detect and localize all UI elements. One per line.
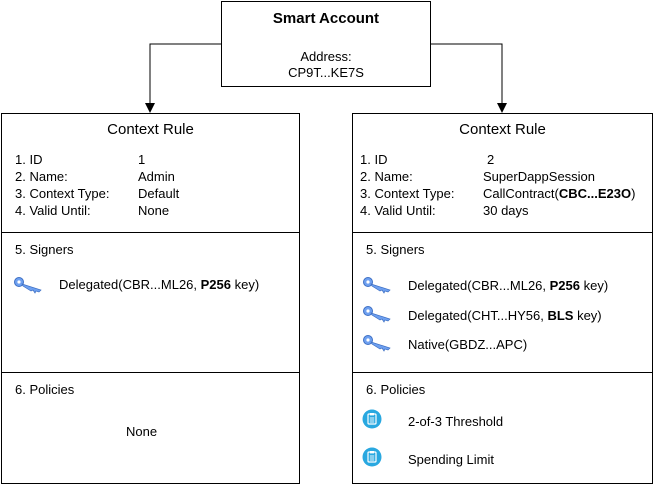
signer-key-type: P256 [549,278,580,293]
key-icon [14,277,42,294]
signer-text-suffix: key) [573,308,602,323]
signer-entry: Native(GBDZ...APC) [408,337,527,353]
signer-key-type: BLS [547,308,574,323]
context-type-contract: CBC...E23O [558,186,632,201]
signers-title: 5. Signers [366,242,425,257]
signer-entry: Delegated(CBR...ML26, P256 key) [59,277,259,293]
signer-text-prefix: Delegated(CBR...ML26, [408,278,550,293]
field-label-context-type: 3. Context Type: [360,186,455,201]
field-label-name: 2. Name: [15,169,68,184]
address-value: CP9T...KE7S [288,65,364,80]
smart-account-box: Smart Account Address: CP9T...KE7S [221,1,431,87]
signer-key-type: P256 [200,277,231,292]
key-icon [363,277,391,294]
field-value-context-type: CallContract(CBC...E23O) [483,186,635,202]
policies-title: 6. Policies [366,382,426,397]
field-value-name: Admin [138,169,175,184]
signer-text-prefix: Delegated(CBR...ML26, [59,277,201,292]
field-value-context-type: Default [138,186,180,201]
key-icon [363,335,391,352]
divider [2,232,299,233]
connector-right [431,43,507,113]
policies-title: 6. Policies [15,382,75,397]
policy-entry: Spending Limit [408,452,494,467]
field-label-name: 2. Name: [360,169,413,184]
divider [353,232,652,233]
signers-title: 5. Signers [15,242,74,257]
context-type-suffix: ) [631,186,636,201]
context-rule-title: Context Rule [107,121,194,138]
field-label-id: 1. ID [15,152,43,167]
field-value-name: SuperDappSession [483,169,596,184]
field-value-id: 1 [138,152,146,167]
connector-left [145,43,221,113]
field-value-valid-until: None [138,203,170,218]
key-icon [363,306,391,323]
field-label-context-type: 3. Context Type: [15,186,110,201]
signer-text-prefix: Native(GBDZ...APC) [408,337,528,352]
policy-entry: 2-of-3 Threshold [408,414,504,429]
field-label-valid-until: 4. Valid Until: [15,203,91,218]
divider [2,372,299,373]
field-label-valid-until: 4. Valid Until: [360,203,436,218]
signer-entry: Delegated(CHT...HY56, BLS key) [408,308,602,324]
signer-entry: Delegated(CBR...ML26, P256 key) [408,278,608,294]
context-rule-right: Context Rule 1. ID 2 2. Name: SuperDappS… [352,113,653,484]
clipboard-icon [362,409,382,429]
policies-none: None [126,424,158,439]
address-label: Address: [300,49,352,64]
field-label-id: 1. ID [360,152,388,167]
context-type-prefix: CallContract( [483,186,559,201]
field-value-id: 2 [487,152,495,167]
clipboard-icon [362,447,382,467]
signer-text-prefix: Delegated(CHT...HY56, [408,308,548,323]
field-value-valid-until: 30 days [483,203,529,218]
context-rule-left: Context Rule 1. ID 1 2. Name: Admin 3. C… [1,113,300,484]
signer-text-suffix: key) [580,278,609,293]
divider [353,372,652,373]
signer-text-suffix: key) [231,277,260,292]
context-rule-title: Context Rule [459,121,546,138]
smart-account-title: Smart Account [272,10,380,27]
